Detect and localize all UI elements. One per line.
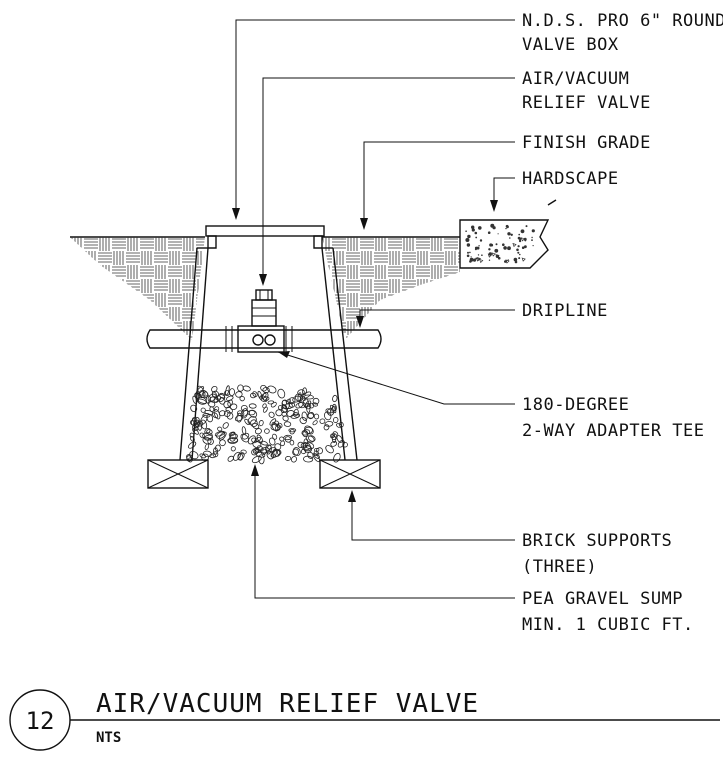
soil-hatch-left (70, 237, 205, 340)
callout-gravel-sump-line1: PEA GRAVEL SUMP (522, 589, 683, 609)
callout-hardscape: HARDSCAPE (522, 169, 619, 189)
callout-valve-box: N.D.S. PRO 6" ROUND VALVE BOX (522, 11, 723, 55)
air-vacuum-relief-valve (237, 289, 285, 353)
callout-adapter-tee-line2: 2-WAY ADAPTER TEE (522, 421, 705, 441)
callout-dripline: DRIPLINE (522, 301, 608, 321)
hardscape-slab (459, 199, 557, 269)
callout-finish-grade: FINISH GRADE (522, 133, 651, 153)
detail-number: 12 (26, 707, 55, 735)
dripline-pipe (146, 326, 382, 352)
callout-adapter-tee-line1: 180-DEGREE (522, 395, 629, 415)
callout-brick-supports-line2: (THREE) (522, 557, 597, 577)
callout-air-valve-line2: RELIEF VALVE (522, 93, 651, 113)
callout-valve-box-line2: VALVE BOX (522, 35, 619, 55)
soil-hatch-right (322, 237, 460, 340)
callout-adapter-tee: 180-DEGREE 2-WAY ADAPTER TEE (522, 395, 705, 441)
scale-note: NTS (96, 730, 121, 746)
callout-brick-supports-line1: BRICK SUPPORTS (522, 531, 672, 551)
callout-air-valve-line1: AIR/VACUUM (522, 69, 629, 89)
callout-brick-supports: BRICK SUPPORTS (THREE) (522, 531, 672, 577)
title-block: 12 AIR/VACUUM RELIEF VALVE NTS (9, 689, 720, 751)
callout-gravel-sump-line2: MIN. 1 CUBIC FT. (522, 615, 694, 635)
callout-valve-box-line1: N.D.S. PRO 6" ROUND (522, 11, 723, 31)
callout-air-valve: AIR/VACUUM RELIEF VALVE (522, 69, 651, 113)
callout-gravel-sump: PEA GRAVEL SUMP MIN. 1 CUBIC FT. (522, 589, 694, 635)
pea-gravel (186, 384, 348, 465)
leader-lines (232, 19, 515, 599)
detail-title: AIR/VACUUM RELIEF VALVE (96, 689, 479, 719)
brick-support-right (319, 459, 381, 489)
brick-support-left (147, 459, 209, 489)
